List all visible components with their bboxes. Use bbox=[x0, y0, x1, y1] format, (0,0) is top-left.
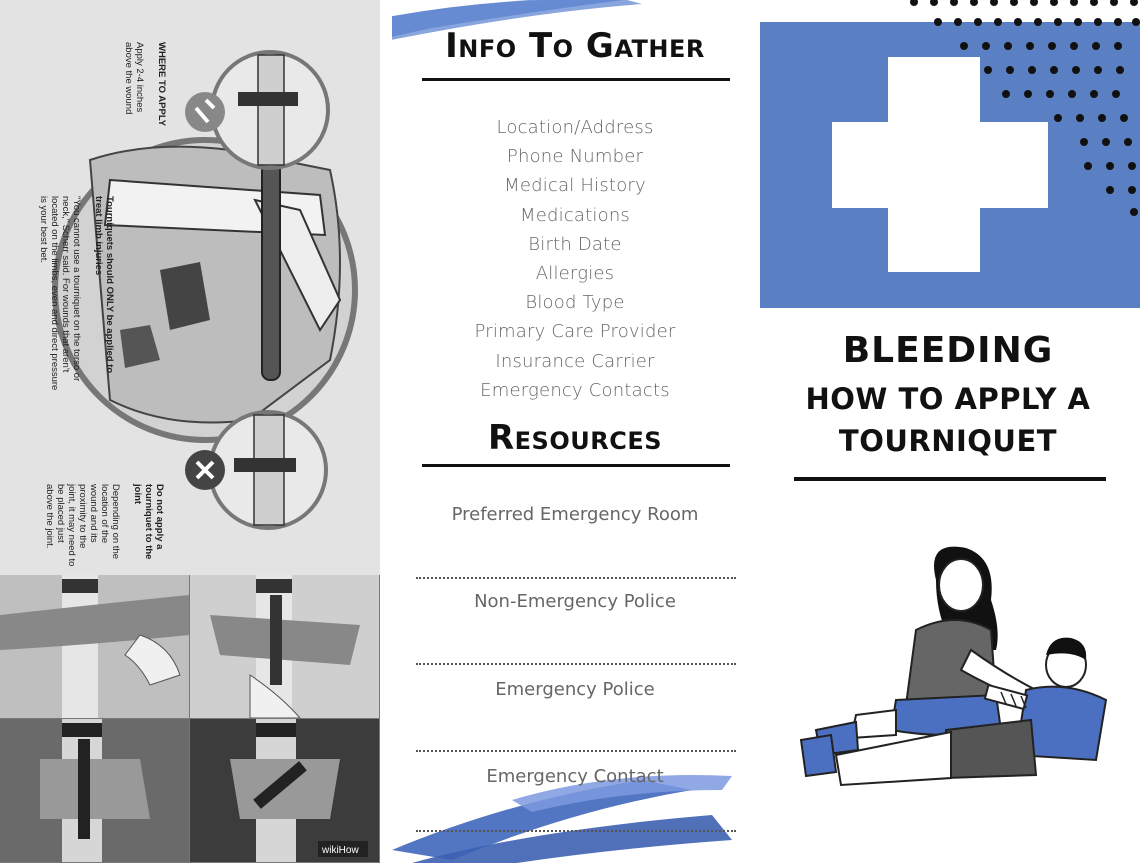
leg-tourniquet-illustration bbox=[52, 50, 358, 530]
where-to-apply-body: Apply 2-4 inches above the wound bbox=[123, 42, 145, 115]
list-item: Birth Date bbox=[528, 233, 622, 255]
limb-warning-heading: Tourniquets should ONLY be applied to tr… bbox=[93, 196, 115, 374]
joint-note: Do not apply a tourniquet to the joint D… bbox=[44, 484, 176, 570]
step-3-image bbox=[0, 719, 189, 862]
list-item: Phone Number bbox=[506, 146, 644, 168]
info-to-gather-list: Location/Address Phone Number Medical Hi… bbox=[392, 113, 758, 405]
list-item: Blood Type bbox=[525, 292, 625, 314]
resource-fill-line bbox=[416, 830, 736, 832]
wikihow-watermark: wikiHow bbox=[321, 845, 359, 856]
subtitle-line-2: TOURNIQUET bbox=[838, 424, 1058, 458]
dot-pattern bbox=[910, 0, 1140, 216]
resources-heading-rule bbox=[422, 464, 730, 467]
bleeding-title: BLEEDING bbox=[842, 330, 1054, 371]
where-to-apply-note: WHERE TO APPLY Apply 2-4 inches above th… bbox=[123, 42, 178, 132]
illustration-panel: WHERE TO APPLY Apply 2-4 inches above th… bbox=[0, 0, 392, 863]
limb-warning-note: Tourniquets should ONLY be applied to tr… bbox=[38, 196, 126, 396]
info-heading-rule bbox=[422, 78, 730, 81]
list-item: Allergies bbox=[535, 262, 615, 284]
info-panel: Info To Gather Location/Address Phone Nu… bbox=[392, 0, 758, 863]
resource-fill-line bbox=[416, 577, 736, 579]
step-2-image bbox=[190, 575, 379, 718]
subtitle-line-1: HOW TO APPLY A bbox=[805, 382, 1091, 416]
resource-item: Non-Emergency Police bbox=[474, 591, 676, 612]
list-item: Insurance Carrier bbox=[495, 350, 655, 372]
resource-fill-line bbox=[416, 663, 736, 665]
resource-item: Emergency Contact bbox=[486, 766, 664, 787]
resources-heading: Resources bbox=[487, 418, 663, 458]
tourniquet-steps-grid: wikiHow bbox=[0, 575, 380, 863]
blue-brush-strokes bbox=[392, 0, 732, 863]
info-heading: Info To Gather bbox=[445, 26, 705, 66]
step-4-image: wikiHow bbox=[190, 719, 379, 862]
resource-fill-line bbox=[416, 750, 736, 752]
resource-item: Preferred Emergency Room bbox=[451, 504, 699, 525]
step-1-image bbox=[0, 575, 189, 718]
joint-note-heading: Do not apply a tourniquet to the joint bbox=[132, 484, 165, 560]
tourniquet-diagram: WHERE TO APPLY Apply 2-4 inches above th… bbox=[0, 0, 380, 575]
title-rule bbox=[794, 477, 1106, 481]
list-item: Medical History bbox=[504, 175, 646, 197]
list-item: Medications bbox=[519, 204, 630, 226]
list-item: Primary Care Provider bbox=[474, 321, 676, 343]
first-aid-people-illustration bbox=[799, 546, 1108, 787]
resource-item: Emergency Police bbox=[495, 679, 655, 700]
list-item: Location/Address bbox=[496, 117, 654, 138]
joint-note-body: Depending on the location of the wound a… bbox=[44, 484, 121, 567]
cover-panel: BLEEDING HOW TO APPLY A TOURNIQUET bbox=[758, 0, 1140, 863]
where-to-apply-heading: WHERE TO APPLY bbox=[156, 42, 167, 127]
list-item: Emergency Contacts bbox=[480, 379, 670, 401]
limb-warning-body: "You cannot use a tourniquet on the tors… bbox=[38, 196, 82, 391]
medical-cross-icon bbox=[832, 57, 1048, 272]
